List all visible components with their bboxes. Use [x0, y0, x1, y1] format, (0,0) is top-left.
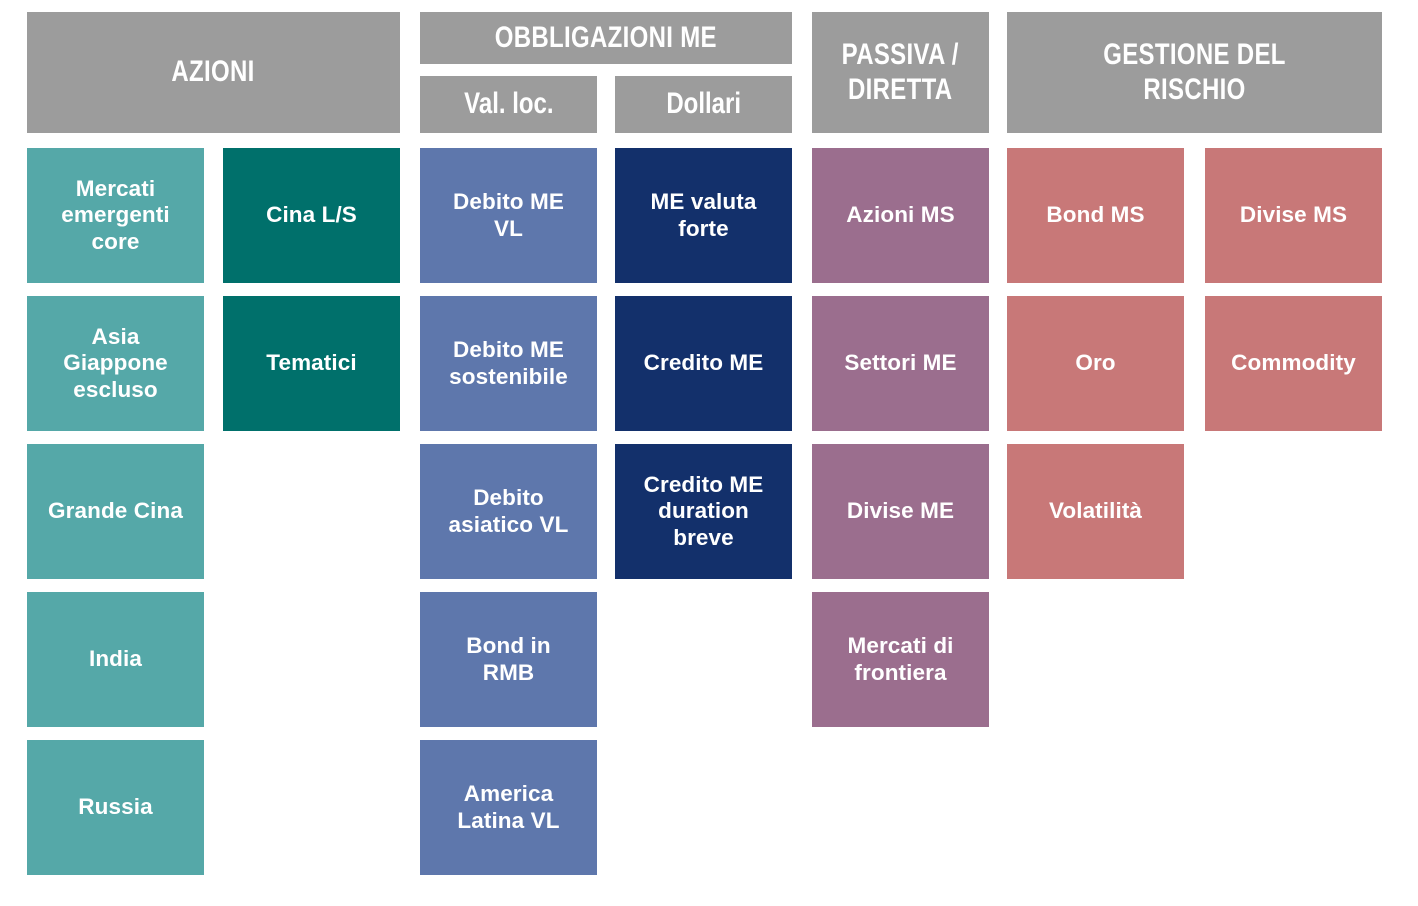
cell-me-valuta-forte[interactable]: ME valuta forte — [615, 148, 792, 283]
cell-debito-asiatico-vl[interactable]: Debito asiatico VL — [420, 444, 597, 579]
cell-label: Bond in RMB — [466, 633, 551, 685]
cell-label: India — [88, 646, 142, 672]
header-gestione-del-rischio: GESTIONE DEL RISCHIO — [1007, 12, 1382, 133]
cell-credito-me[interactable]: Credito ME — [615, 296, 792, 431]
header-dollari: Dollari — [615, 76, 792, 133]
cell-asia-giappone-escluso[interactable]: Asia Giappone escluso — [27, 296, 204, 431]
cell-credito-me-duration-breve[interactable]: Credito ME duration breve — [615, 444, 792, 579]
cell-label: Oro — [1075, 350, 1116, 376]
cell-divise-me[interactable]: Divise ME — [812, 444, 989, 579]
cell-america-latina-vl[interactable]: America Latina VL — [420, 740, 597, 875]
cell-tematici[interactable]: Tematici — [223, 296, 400, 431]
cell-india[interactable]: India — [27, 592, 204, 727]
cell-debito-me-vl[interactable]: Debito ME VL — [420, 148, 597, 283]
cell-debito-me-sostenibile[interactable]: Debito ME sostenibile — [420, 296, 597, 431]
cell-bond-ms[interactable]: Bond MS — [1007, 148, 1184, 283]
cell-label: Mercati emergenti core — [61, 176, 170, 254]
cell-label: Commodity — [1231, 350, 1356, 376]
cell-volatilita[interactable]: Volatilità — [1007, 444, 1184, 579]
cell-commodity[interactable]: Commodity — [1205, 296, 1382, 431]
header-dollari-label: Dollari — [666, 87, 741, 121]
cell-label: Credito ME — [643, 350, 764, 376]
header-azioni-label: AZIONI — [171, 55, 256, 89]
cell-settori-me[interactable]: Settori ME — [812, 296, 989, 431]
cell-cina-ls[interactable]: Cina L/S — [223, 148, 400, 283]
cell-label: Cina L/S — [266, 202, 357, 228]
cell-label: Tematici — [266, 350, 357, 376]
header-val-loc-label: Val. loc. — [463, 87, 554, 121]
cell-label: Divise ME — [846, 498, 955, 524]
cell-label: Debito ME VL — [453, 189, 564, 241]
cell-label: Bond MS — [1046, 202, 1145, 228]
cell-label: ME valuta forte — [650, 189, 757, 241]
cell-russia[interactable]: Russia — [27, 740, 204, 875]
cell-oro[interactable]: Oro — [1007, 296, 1184, 431]
cell-mercati-emergenti-core[interactable]: Mercati emergenti core — [27, 148, 204, 283]
cell-label: America Latina VL — [457, 781, 560, 833]
cell-label: Settori ME — [844, 350, 957, 376]
cell-label: Azioni MS — [846, 202, 955, 228]
cell-label: Grande Cina — [48, 498, 183, 524]
header-obbligazioni-me-label: OBBLIGAZIONI ME — [494, 20, 718, 54]
cell-azioni-ms[interactable]: Azioni MS — [812, 148, 989, 283]
header-azioni: AZIONI — [27, 12, 400, 133]
header-passiva-diretta-label: PASSIVA / DIRETTA — [841, 37, 960, 106]
cell-label: Mercati di frontiera — [847, 633, 954, 685]
header-obbligazioni-me: OBBLIGAZIONI ME — [420, 12, 792, 64]
cell-label: Volatilità — [1048, 498, 1143, 524]
cell-label: Russia — [78, 794, 153, 820]
cell-grande-cina[interactable]: Grande Cina — [27, 444, 204, 579]
cell-bond-in-rmb[interactable]: Bond in RMB — [420, 592, 597, 727]
cell-divise-ms[interactable]: Divise MS — [1205, 148, 1382, 283]
header-gestione-del-rischio-label: GESTIONE DEL RISCHIO — [1103, 37, 1286, 106]
cell-label: Debito asiatico VL — [448, 485, 569, 537]
cell-label: Divise MS — [1239, 202, 1348, 228]
header-val-loc: Val. loc. — [420, 76, 597, 133]
cell-label: Credito ME duration breve — [643, 472, 764, 550]
cell-label: Asia Giappone escluso — [63, 324, 168, 402]
cell-mercati-di-frontiera[interactable]: Mercati di frontiera — [812, 592, 989, 727]
header-passiva-diretta: PASSIVA / DIRETTA — [812, 12, 989, 133]
cell-label: Debito ME sostenibile — [449, 337, 568, 389]
